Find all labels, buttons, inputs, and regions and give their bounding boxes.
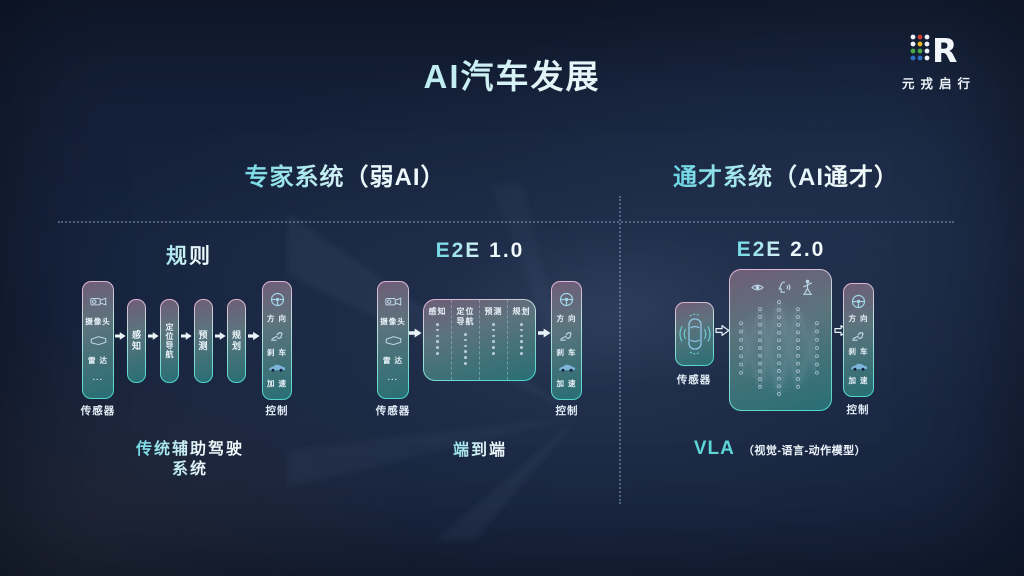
- col1-header: 规则: [122, 240, 256, 270]
- col1-sensor-label: 传感器: [80, 405, 116, 417]
- eye-icon: [750, 284, 764, 290]
- direction-label: 方 向: [266, 313, 288, 323]
- arrow-icon: [538, 328, 551, 338]
- col1-caption: 传统辅助驾驶 系统: [105, 440, 275, 480]
- radar-icon: [385, 336, 401, 346]
- brake-pedal-icon: [270, 332, 283, 342]
- e2e-seg-prediction: 预测: [479, 300, 507, 380]
- col3-vla-box: [729, 269, 832, 411]
- col3-sensor-label: 传感器: [676, 374, 712, 386]
- car-topview-radar-icon: [678, 313, 711, 355]
- camera-label: 摄像头: [380, 316, 406, 326]
- camera-icon: [89, 297, 106, 306]
- vertical-dotted-divider: [619, 196, 621, 504]
- camera-label: 摄像头: [85, 316, 111, 326]
- col2-sensor-box: 摄像头 雷 达 ···: [377, 281, 409, 399]
- direction-label: 方 向: [848, 314, 869, 324]
- stage-label: 感知: [131, 330, 141, 352]
- neural-dots: [436, 323, 439, 355]
- arrow-icon: [214, 332, 226, 340]
- speech-head-icon: [778, 280, 791, 293]
- stage-label: 定位导航: [165, 323, 174, 359]
- col3-control-label: 控制: [846, 404, 870, 416]
- col1-stage-prediction: 预测: [194, 299, 213, 383]
- col2-caption: 端到端: [420, 441, 540, 461]
- arrow-icon: [115, 332, 126, 340]
- neural-dots: [464, 333, 467, 365]
- stage-label: 预测: [197, 330, 208, 352]
- direction-label: 方 向: [556, 313, 577, 323]
- arrow-icon: [147, 332, 159, 340]
- neural-network-mesh: [739, 300, 819, 396]
- col2-e2e-box: 感知 定位导航 预测 规划: [423, 299, 536, 381]
- camera-icon: [384, 297, 401, 306]
- steering-wheel-icon: [851, 294, 866, 308]
- stage-label: 定位导航: [456, 307, 475, 326]
- svg-text:R: R: [932, 31, 957, 70]
- col1-control-box: 方 向 刹 车 加 速: [262, 281, 292, 400]
- e2e-seg-planning: 规划: [507, 300, 535, 380]
- stage-label: 感知: [428, 307, 447, 316]
- arrow-icon: [248, 331, 260, 341]
- vla-modality-icons: [730, 270, 831, 295]
- deeproute-logo-icon: R: [910, 31, 957, 70]
- brake-label: 刹 车: [266, 347, 288, 357]
- col3-header: E2E 2.0: [713, 238, 849, 262]
- brake-label: 刹 车: [556, 347, 577, 357]
- car-side-icon: [268, 364, 286, 372]
- section-heading-generalist: 通才系统（AI通才）: [630, 157, 942, 192]
- more-sensors-ellipsis: ···: [387, 375, 399, 385]
- e2e-seg-perception: 感知: [424, 300, 451, 380]
- stage-label: 预测: [484, 307, 503, 316]
- accelerate-label: 加 速: [848, 376, 869, 386]
- arrow-icon: [409, 328, 422, 338]
- horizontal-dotted-divider: [58, 221, 954, 223]
- steering-wheel-icon: [559, 293, 574, 307]
- e2e-seg-localization: 定位导航: [451, 300, 479, 380]
- col1-sensor-box: 摄像头 雷 达 ···: [82, 281, 114, 399]
- deeproute-logo-text: 元戎启行: [901, 77, 976, 91]
- stage-label: 规划: [512, 307, 531, 316]
- col3-control-box: 方 向 刹 车 加 速: [843, 283, 874, 397]
- col2-sensor-label: 传感器: [375, 405, 411, 417]
- car-side-icon: [558, 364, 575, 372]
- radar-icon: [90, 336, 106, 346]
- col2-control-label: 控制: [555, 405, 579, 417]
- page-title: AI汽车发展: [0, 50, 1024, 98]
- neural-dots: [520, 323, 523, 355]
- brake-pedal-icon: [560, 332, 572, 342]
- car-side-icon: [850, 363, 867, 371]
- radar-label: 雷 达: [87, 356, 109, 366]
- steering-wheel-icon: [270, 293, 284, 307]
- brake-label: 刹 车: [848, 346, 869, 356]
- hollow-arrow-icon: [715, 325, 730, 336]
- accelerate-label: 加 速: [556, 378, 577, 388]
- col2-header: E2E 1.0: [413, 239, 547, 263]
- neural-dots: [492, 323, 495, 355]
- more-sensors-ellipsis: ···: [92, 375, 104, 385]
- col1-control-label: 控制: [265, 405, 289, 417]
- section-heading-expert: 专家系统（弱AI）: [185, 157, 505, 192]
- col1-stage-perception: 感知: [127, 299, 146, 383]
- vla-sub-label: （视觉-语言-动作模型）: [742, 445, 867, 457]
- col3-sensor-box: [675, 302, 714, 366]
- col1-stage-planning: 规划: [227, 299, 246, 383]
- arrow-icon: [181, 332, 192, 340]
- deeproute-logo: R 元戎启行: [880, 31, 998, 92]
- accelerate-label: 加 速: [266, 378, 288, 388]
- action-figure-icon: [802, 279, 812, 295]
- brake-pedal-icon: [852, 332, 864, 341]
- vla-label: VLA: [693, 438, 735, 459]
- col3-caption: VLA （视觉-语言-动作模型）: [655, 438, 905, 460]
- radar-label: 雷 达: [382, 356, 404, 366]
- col2-control-box: 方 向 刹 车 加 速: [551, 281, 582, 400]
- stage-label: 规划: [231, 330, 241, 352]
- col1-stage-localization: 定位导航: [160, 299, 179, 383]
